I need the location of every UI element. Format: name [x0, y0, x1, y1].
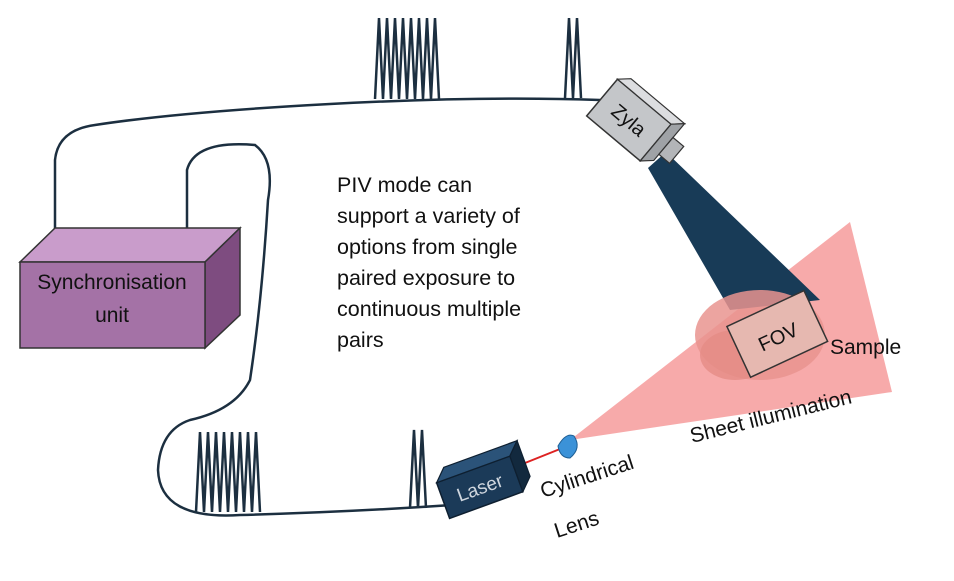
description-line: paired exposure to	[337, 266, 516, 290]
zyla-camera: Zyla	[585, 78, 687, 165]
camera-view-cone	[648, 152, 820, 310]
sample-label: Sample	[830, 336, 901, 359]
fov-box: FOV	[725, 289, 829, 379]
lens-label-line2: Lens	[551, 507, 601, 543]
laser-beam	[519, 446, 566, 466]
piv-mode-description: PIV mode can support a variety of option…	[337, 170, 577, 356]
description-line: PIV mode can	[337, 173, 473, 197]
pulse-train-top-multiple	[373, 17, 441, 100]
signal-cable-bottom	[156, 143, 453, 517]
synchronisation-unit	[18, 226, 242, 350]
laser: Laser	[435, 439, 531, 520]
description-line: pairs	[337, 328, 384, 352]
pulse-train-bottom-multiple	[194, 431, 262, 513]
description-line: options from single	[337, 235, 518, 259]
pulse-pair-bottom	[408, 429, 428, 509]
signal-cable	[53, 97, 601, 235]
pulse-pair-top	[563, 17, 583, 99]
description-line: support a variety of	[337, 204, 520, 228]
description-line: continuous multiple	[337, 297, 522, 321]
sync-unit-label-line1: Synchronisation	[37, 271, 186, 294]
sync-unit-label-line2: unit	[95, 304, 129, 327]
lens-label-line1: Cylindrical	[537, 451, 636, 503]
cylindrical-lens	[557, 434, 578, 459]
